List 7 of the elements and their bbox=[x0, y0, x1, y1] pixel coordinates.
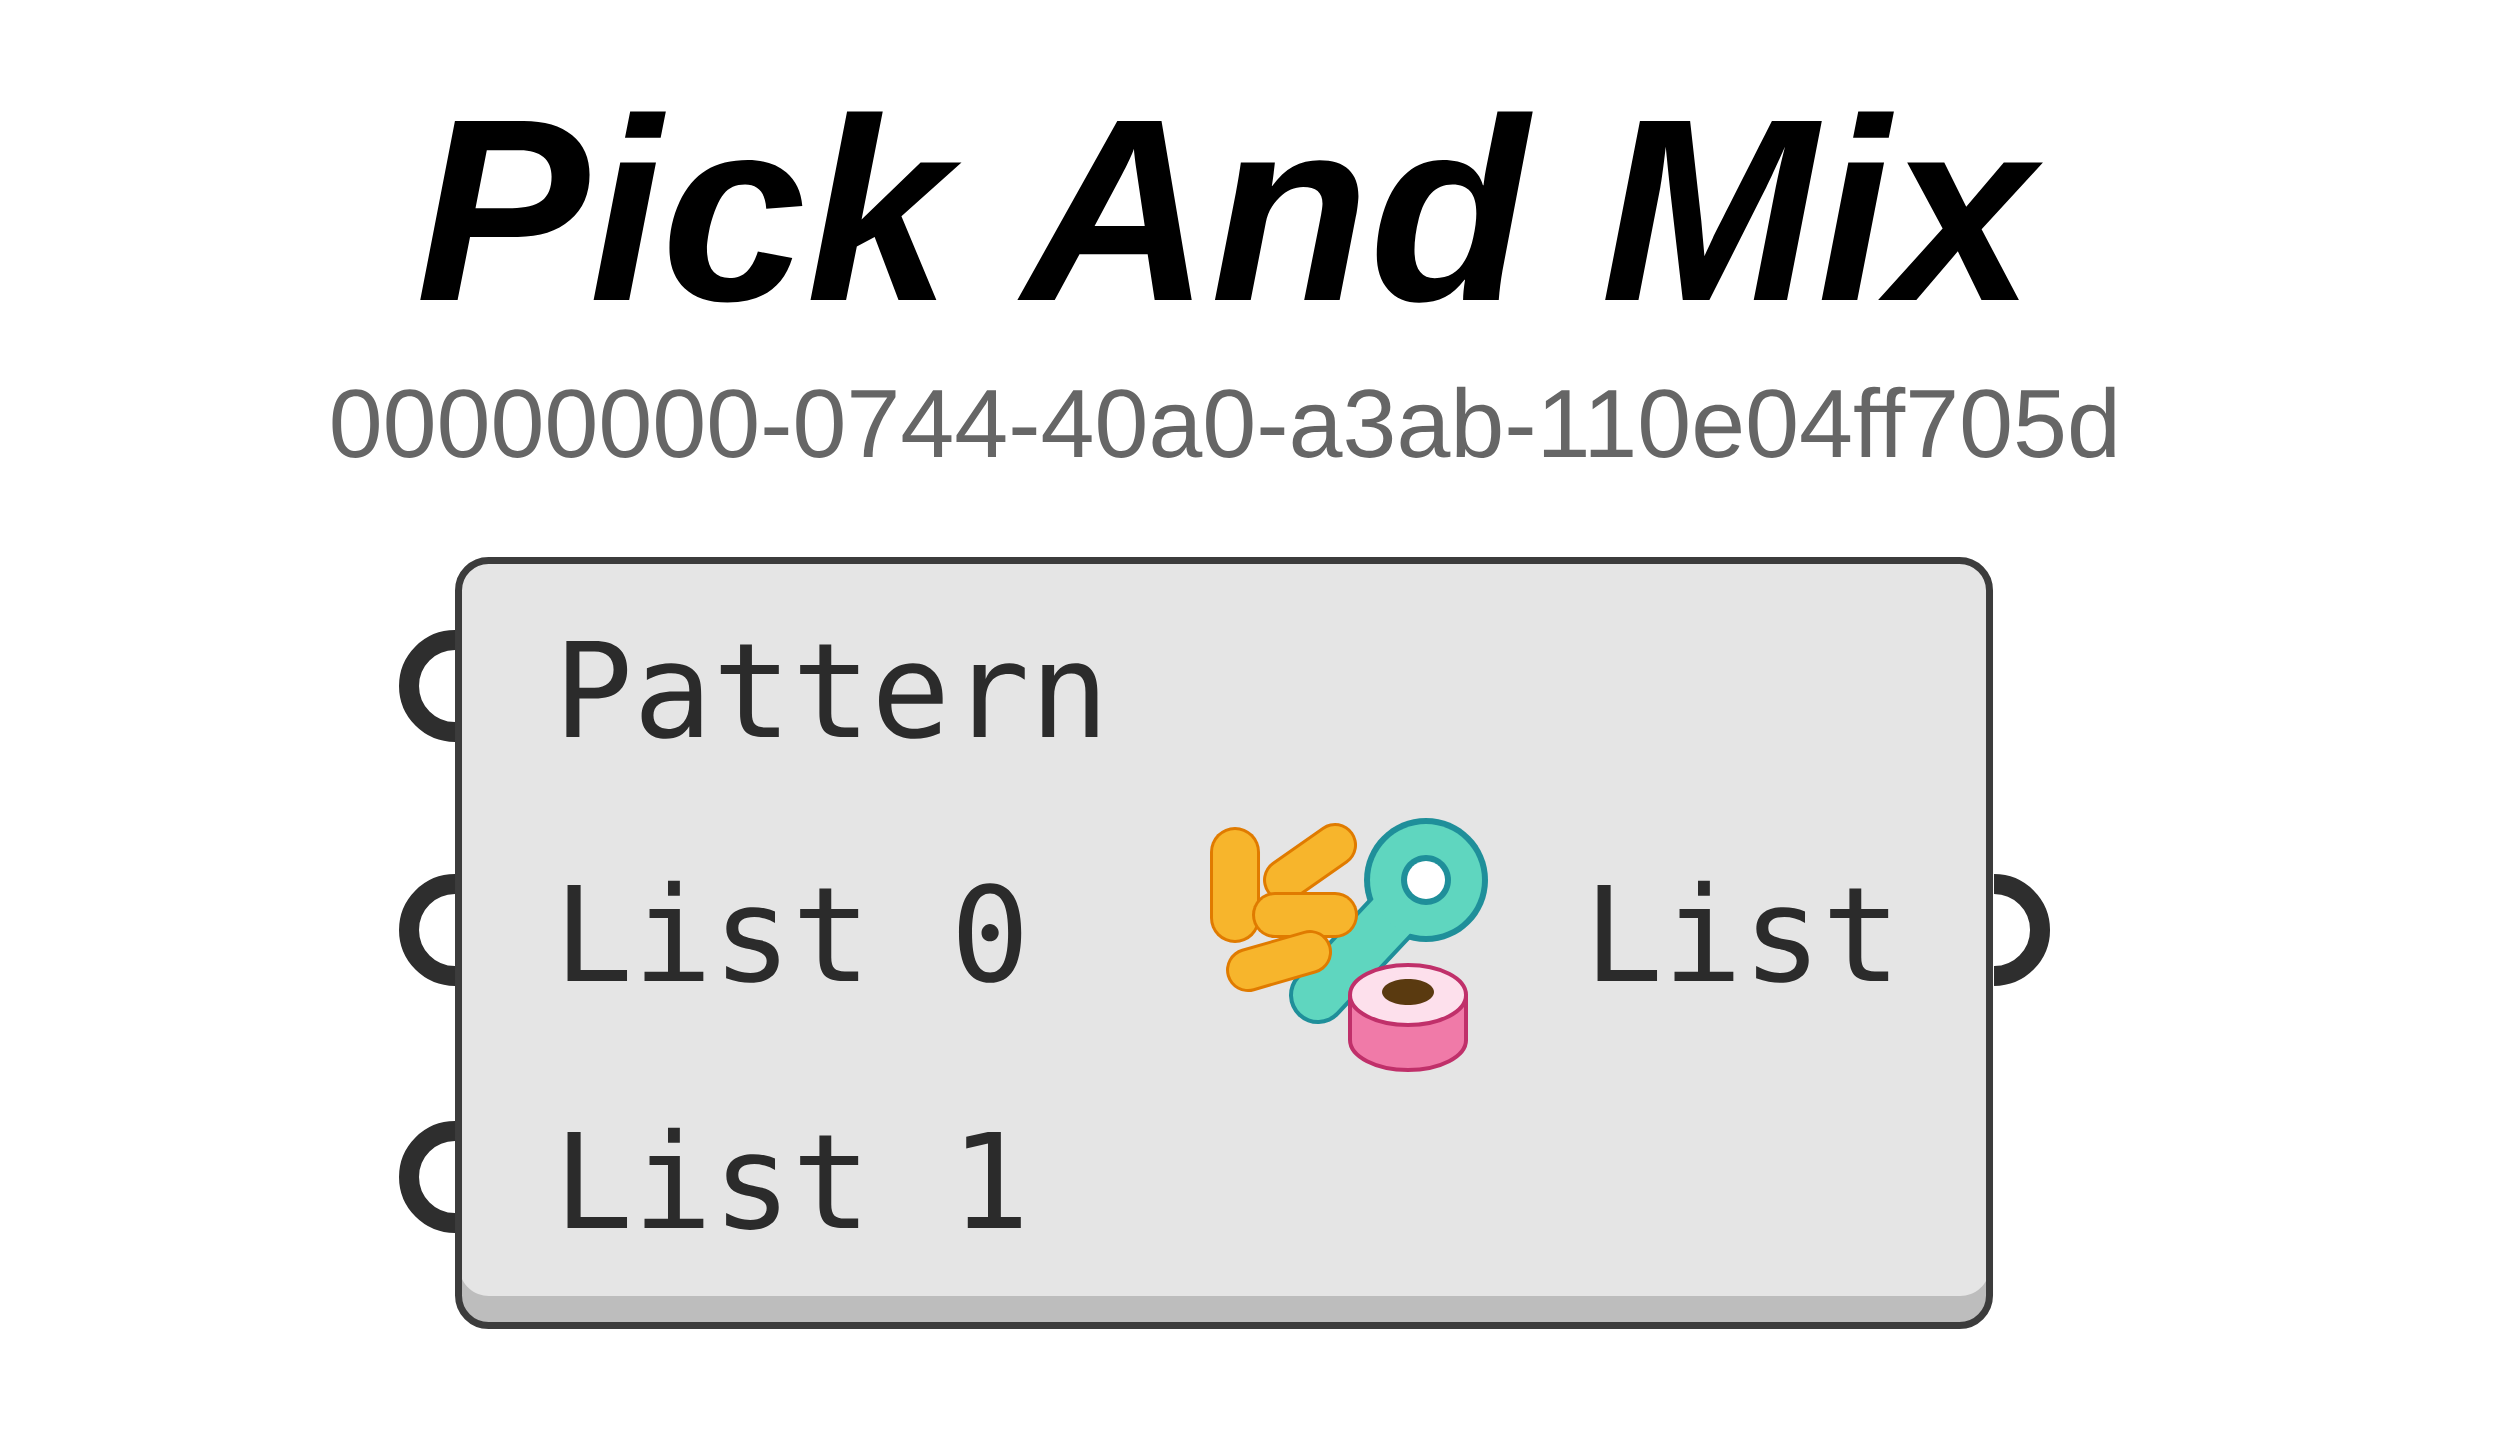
output-label: List bbox=[1597, 880, 1889, 983]
input-label: Pattern bbox=[566, 640, 1098, 739]
title: Pick And Mix bbox=[420, 111, 2043, 303]
guid-label: 00000000-0744-40a0-a3ab-110e04ff705d bbox=[332, 386, 2115, 458]
component-box bbox=[399, 557, 2050, 1329]
input-label: List 0 bbox=[567, 880, 1022, 983]
input-label: List 1 bbox=[567, 1127, 1021, 1230]
